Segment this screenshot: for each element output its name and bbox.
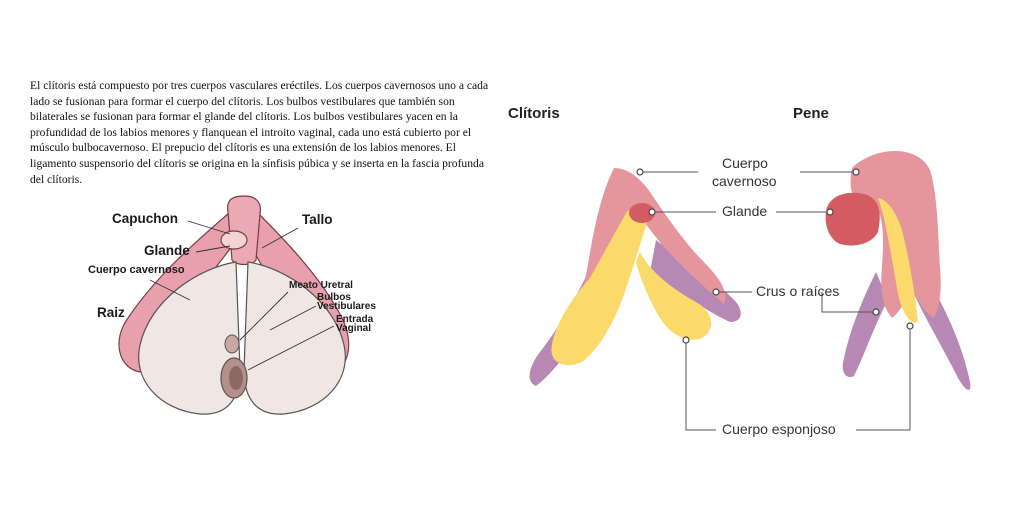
glans-shape [220, 230, 248, 250]
clitoris-bulbo-derecho [636, 252, 712, 340]
label-raiz: Raiz [97, 305, 125, 320]
dot-esponjoso-pene [906, 322, 914, 330]
right-bulb-shape [243, 261, 346, 415]
urethral-meatus-shape [224, 334, 240, 354]
label-bulbos: Bulbos [317, 292, 351, 303]
leader-bulbos [269, 305, 317, 331]
dot-crus-clitoris [712, 288, 720, 296]
dot-cuerpo-clitoris [636, 168, 644, 176]
leader-meato [239, 291, 289, 341]
label-capuchon: Capuchon [112, 211, 178, 226]
label-cuerpo-esponjoso: Cuerpo esponjoso [722, 421, 836, 437]
connector-esponjoso-pene [856, 326, 911, 431]
left-bulb-shape [138, 261, 241, 415]
pene-cuerpo-esponjoso [878, 198, 918, 323]
dot-cuerpo-pene [852, 168, 860, 176]
clitoris-bulbo-izquierdo [551, 210, 648, 366]
label-vestibulares: Vestibulares [317, 301, 376, 312]
title-pene: Pene [793, 105, 829, 122]
label-tallo: Tallo [302, 212, 333, 227]
pene-glande [825, 192, 880, 246]
label-entrada: Entrada [336, 314, 374, 325]
title-clitoris: Clítoris [508, 105, 560, 122]
clitoris-right-purple [650, 240, 741, 322]
label-vaginal: Vaginal [336, 323, 372, 334]
label-cuerpo-cavernoso: Cuerpo cavernoso [88, 264, 185, 276]
dot-esponjoso-clitoris [682, 336, 690, 344]
label-crus: Crus o raíces [756, 283, 840, 299]
leader-tallo [261, 227, 299, 249]
dot-glande-pene [826, 208, 834, 216]
leader-capuchon [187, 220, 231, 235]
clitoris-glande [629, 203, 655, 223]
clitoris-left-purple [529, 222, 610, 386]
vaginal-inner-shape [229, 366, 243, 390]
pene-crus-derecho [912, 290, 971, 390]
leader-cuerpo-cavernoso [149, 279, 191, 301]
pene-crus-izquierdo [842, 272, 888, 378]
leader-glande [195, 245, 231, 253]
leader-entrada [247, 325, 335, 371]
connector-esponjoso-clitoris [685, 340, 716, 431]
connector-crus-pene [821, 292, 876, 313]
label-glande: Glande [144, 243, 190, 258]
label-cavernoso: cavernoso [712, 173, 777, 189]
dot-crus-pene [872, 308, 880, 316]
description-paragraph: El clítoris está compuesto por tres cuer… [30, 79, 489, 186]
dot-glande-clitoris [648, 208, 656, 216]
label-glande-right: Glande [722, 203, 768, 219]
label-meato-uretral: Meato Uretral [289, 280, 353, 291]
label-cuerpo: Cuerpo [722, 155, 768, 171]
